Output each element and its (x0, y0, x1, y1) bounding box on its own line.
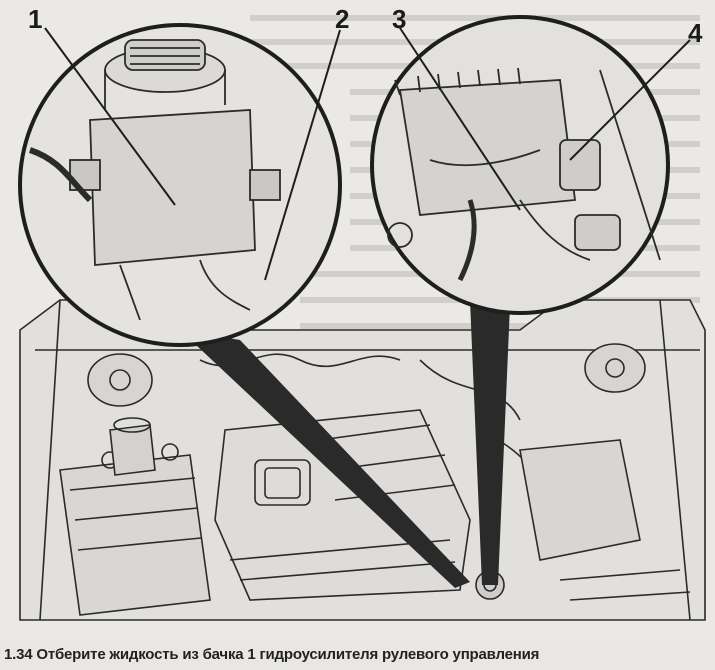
leader-line-3 (399, 27, 521, 211)
callout-1: 1 (28, 4, 42, 34)
left-detail-circle (18, 23, 342, 347)
magnifier-wedges (180, 300, 510, 588)
callout-4: 4 (688, 18, 703, 48)
leader-line-2 (264, 29, 341, 281)
callout-2: 2 (335, 4, 349, 34)
engine-bay-drawing (19, 299, 706, 621)
right-detail-circle (370, 15, 691, 315)
leader-line-1 (44, 27, 176, 206)
figure-caption: 1.34 Отберите жидкость из бачка 1 гидроу… (4, 646, 540, 663)
leader-line-4 (569, 39, 691, 161)
engine-bay-illustration: 1 2 3 4 (18, 4, 706, 621)
callout-3: 3 (392, 4, 406, 34)
